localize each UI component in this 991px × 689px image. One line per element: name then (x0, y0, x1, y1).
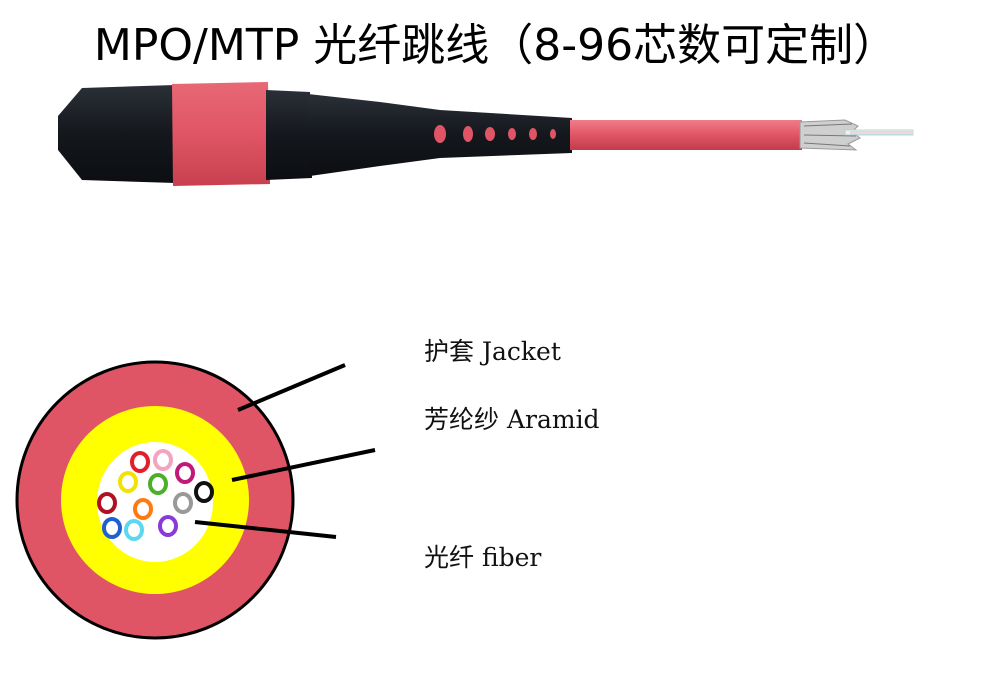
label-aramid: 芳纶纱 Aramid (424, 405, 600, 434)
boot-slot (550, 129, 556, 139)
boot-slot (529, 128, 537, 140)
fiber-ring (130, 451, 150, 473)
fiber-ring (97, 492, 117, 514)
exposed-fibers (844, 129, 914, 136)
fiber-ring (153, 449, 173, 471)
fiber-ring (173, 492, 193, 514)
fiber-rings (97, 449, 214, 541)
cable-cross-section (15, 360, 376, 640)
fiber-ring (148, 473, 168, 495)
fiber-ring (158, 515, 178, 537)
connector-rear (266, 90, 312, 180)
leader-line-aramid (231, 448, 376, 482)
boot-slot (434, 125, 446, 143)
page-title: MPO/MTP 光纤跳线（8-96芯数可定制） (93, 20, 898, 71)
fiber-ring (175, 462, 195, 484)
label-fiber: 光纤 fiber (424, 543, 542, 572)
leader-line-fiber (194, 520, 337, 539)
boot-slot (485, 127, 495, 141)
boot-slot (508, 128, 516, 140)
fiber-ring (194, 481, 214, 503)
boot-slot (463, 126, 473, 142)
fiber-ring (133, 498, 153, 520)
label-jacket: 护套 Jacket (424, 337, 561, 366)
leader-line-jacket (237, 363, 346, 412)
fiber-ring (118, 471, 138, 493)
cable-jacket (570, 120, 802, 150)
connector-sleeve (172, 82, 270, 186)
fiber-ring (124, 519, 144, 541)
fiber-ring (102, 517, 122, 539)
connector-front (58, 85, 175, 183)
mpo-cable-illustration (58, 82, 914, 186)
